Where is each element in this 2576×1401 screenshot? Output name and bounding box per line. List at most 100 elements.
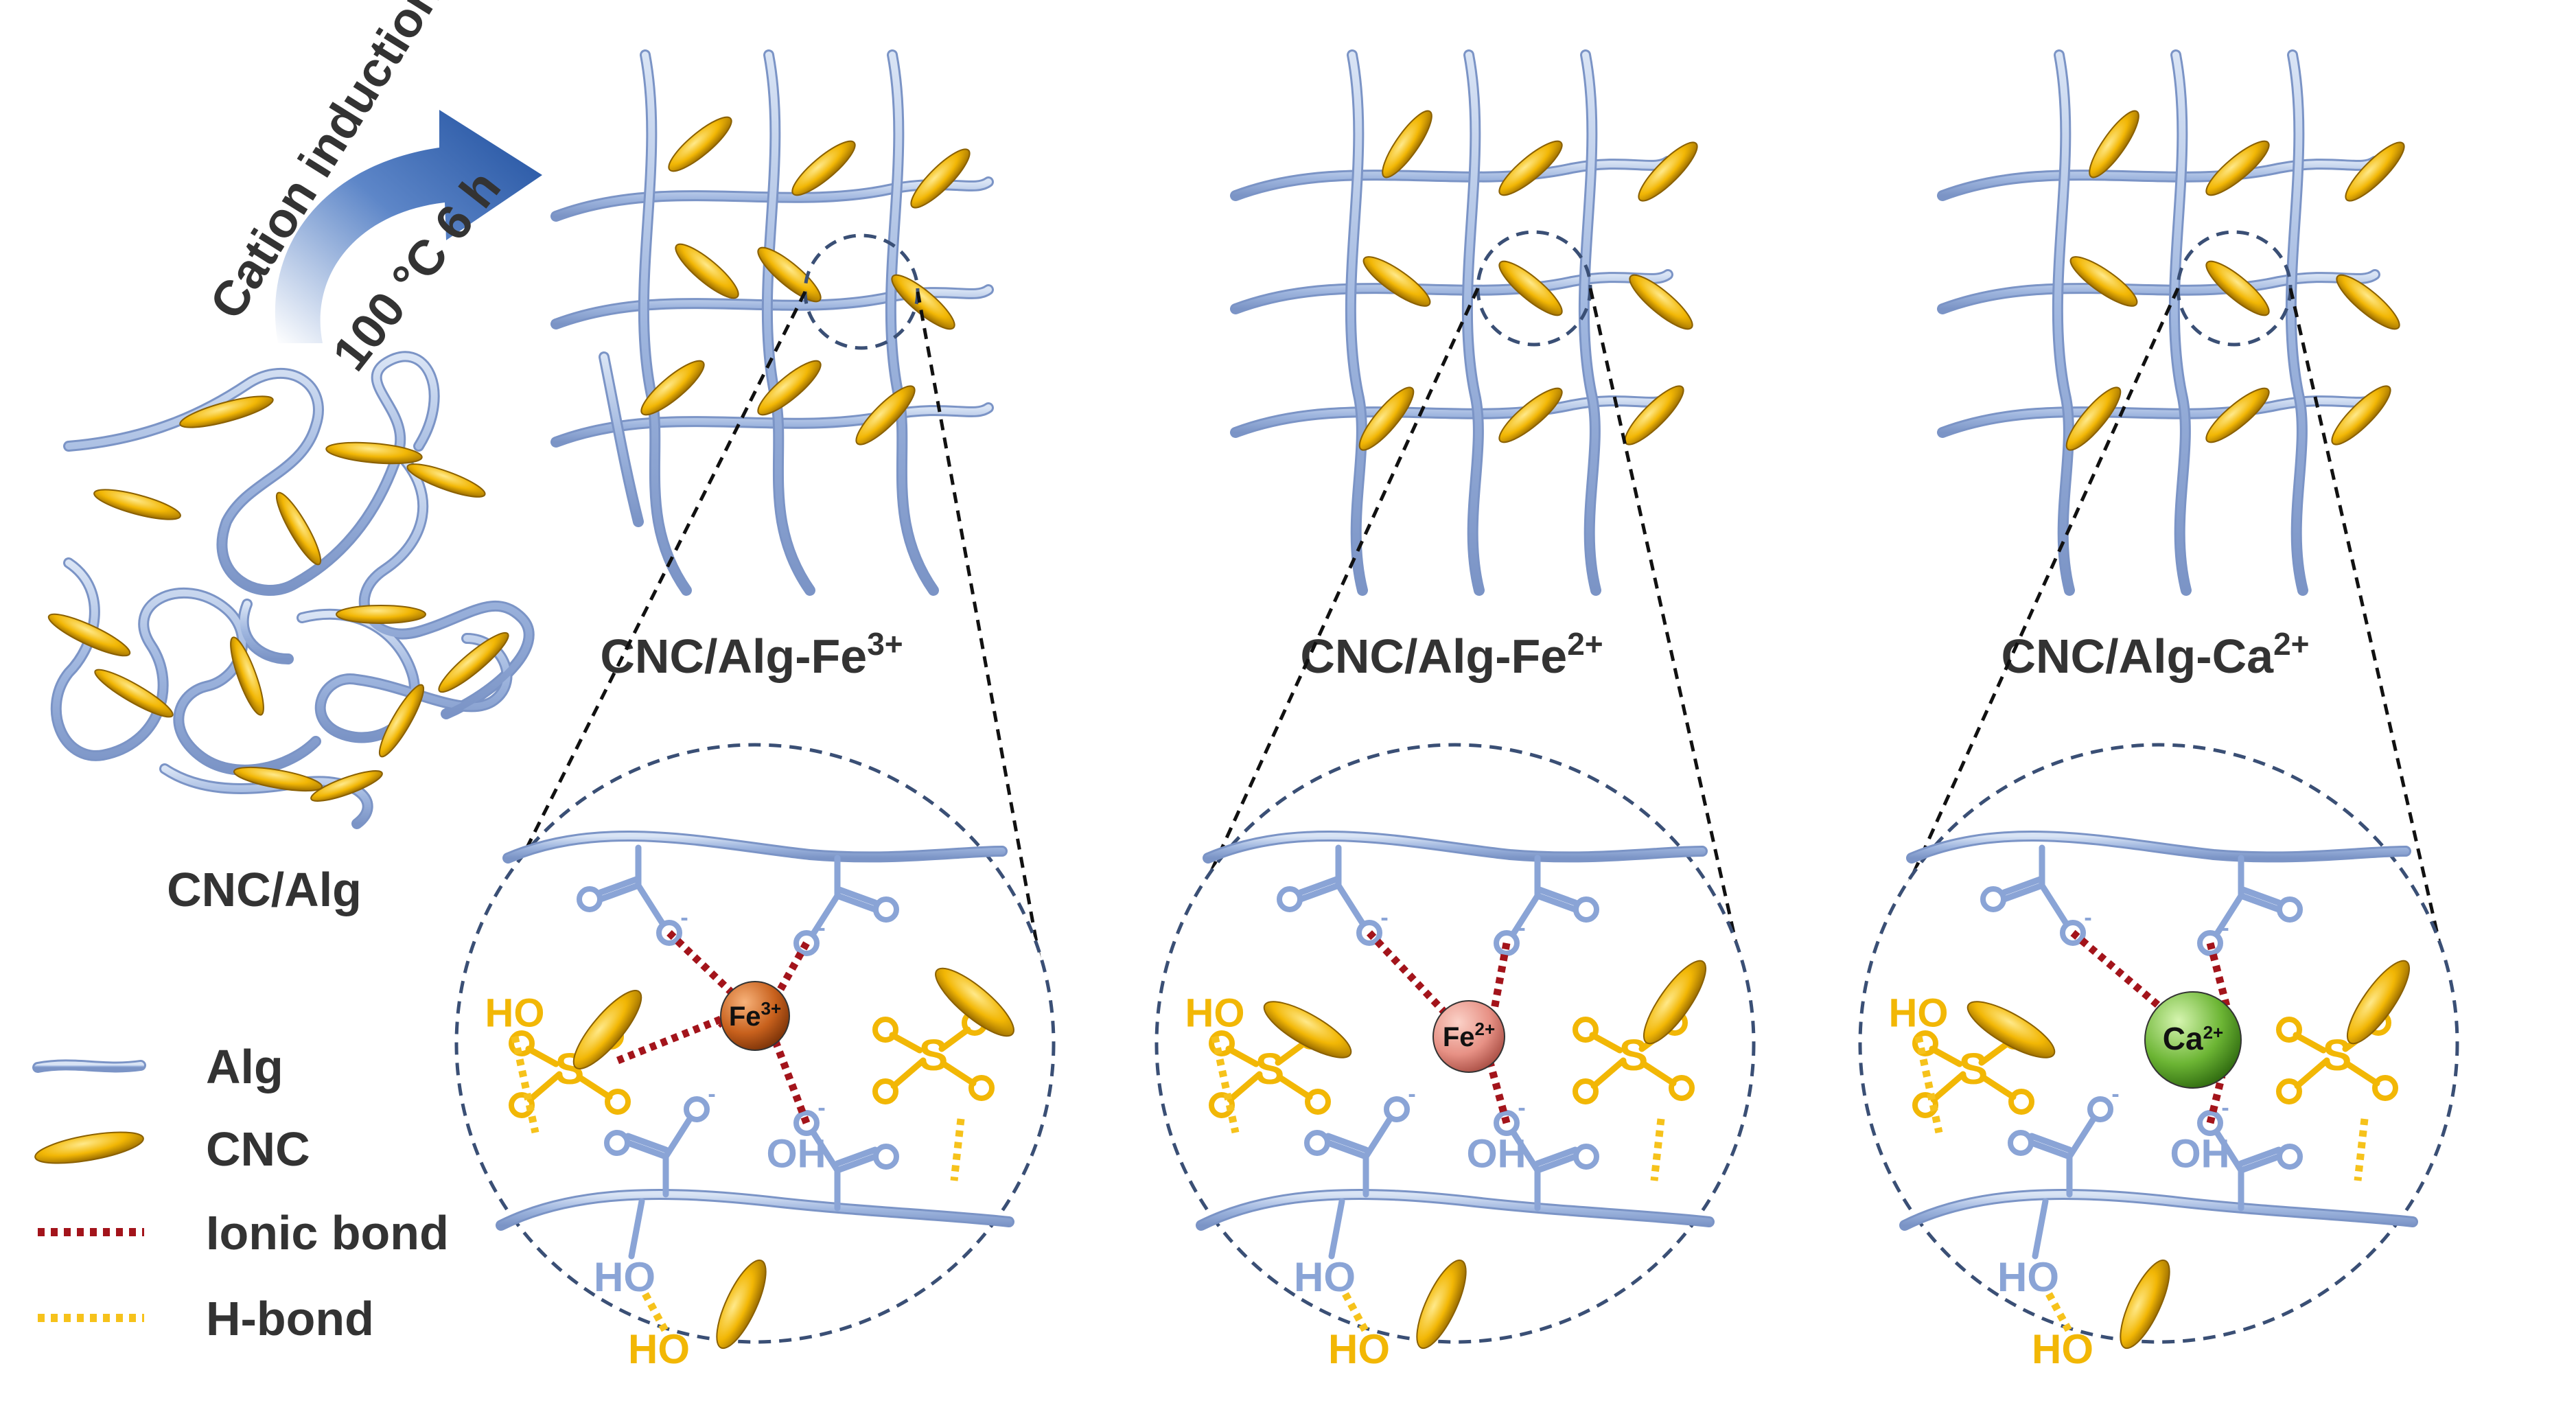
- chem-bond-line: [1225, 1045, 1260, 1067]
- chem-bond-line: [525, 1045, 559, 1067]
- hydroxyl-label: HO: [1185, 991, 1245, 1035]
- alg-strand-highlight: [1908, 833, 2409, 861]
- negative-charge-label: -: [680, 905, 688, 931]
- hydroxyl-label: OH: [2170, 1131, 2230, 1176]
- h-bond-line: [1211, 1035, 1240, 1134]
- cnc-ellipse-icon: [2336, 274, 2400, 330]
- alg-strand-highlight: [1232, 158, 1671, 199]
- cation-induction-arrow: Cation induction 100 °C 6 h: [200, 0, 542, 381]
- cnc-ellipse-icon: [572, 990, 642, 1069]
- oxygen-atom-icon: [1277, 886, 1303, 912]
- chem-bond-line: [1980, 1074, 2017, 1100]
- chem-bond-line: [1534, 885, 1579, 906]
- network-fe3: [550, 49, 994, 596]
- ionic-bond-line: [1486, 1062, 1511, 1124]
- cnc-ellipse-icon: [716, 1259, 767, 1350]
- chem-bond-line: [834, 1153, 879, 1174]
- ionic-bond-line: [2206, 1075, 2226, 1124]
- alg-strand-highlight: [1463, 51, 1483, 594]
- chem-bond-line: [625, 1139, 669, 1160]
- chem-bond-line: [1534, 892, 1579, 913]
- cation-label: Fe3+: [729, 998, 781, 1032]
- oxygen-atom-icon: [1384, 1096, 1410, 1122]
- alg-strand-highlight: [1347, 51, 1366, 594]
- chem-bond-line: [1325, 1139, 1369, 1160]
- network-fe2: [1230, 49, 1698, 596]
- negative-charge-label: -: [817, 1095, 825, 1121]
- legend-item-hbond: H-bond: [38, 1292, 374, 1345]
- alg-strand-highlight: [1232, 271, 1671, 312]
- chem-bond-line: [1589, 1032, 1623, 1054]
- alg-strand-highlight: [887, 51, 937, 594]
- chem-bond-line: [1929, 1045, 1963, 1067]
- h-bond-line: [2045, 1292, 2073, 1334]
- curved-arrow-icon: [275, 110, 542, 343]
- chem-bond-line: [2238, 885, 2282, 906]
- chem-bond-line: [1510, 892, 1541, 937]
- negative-charge-label: -: [2221, 915, 2229, 941]
- cnc-ellipse-icon: [2346, 960, 2411, 1045]
- oxygen-atom-icon: [873, 1144, 899, 1170]
- chem-bond-line: [662, 1115, 693, 1160]
- cnc-ellipse-icon: [891, 274, 955, 330]
- cnc-ellipse-icon: [2089, 110, 2139, 178]
- h-bond-line: [1914, 1035, 1943, 1134]
- hydroxyl-label: HO: [1997, 1254, 2059, 1300]
- crosslinked-networks: [550, 49, 2405, 596]
- chem-bond-line: [526, 1071, 563, 1103]
- h-bond-line: [642, 1292, 669, 1334]
- alg-strand-highlight: [1198, 1190, 1713, 1229]
- legend-item-cnc: CNC: [34, 1122, 310, 1176]
- hydroxyl-label: HO: [1889, 991, 1949, 1035]
- sulfur-atom-label: S: [1959, 1044, 1988, 1093]
- chem-bond-line: [2293, 1032, 2327, 1054]
- oxygen-atom-icon: [1573, 1144, 1599, 1170]
- oxygen-atom-icon: [1980, 886, 2006, 912]
- hydroxyl-label: HO: [628, 1326, 690, 1372]
- cnc-ellipse-icon: [2120, 1259, 2170, 1350]
- chem-bond-line: [2238, 1146, 2282, 1167]
- chem-bond-line: [628, 1198, 645, 1260]
- chem-bond-line: [1335, 882, 1366, 927]
- cnc-ellipse-icon: [855, 385, 916, 445]
- sulfur-atom-label: S: [919, 1030, 949, 1080]
- h-bond-line: [1342, 1292, 1369, 1334]
- zoom-connector-left: [468, 290, 807, 962]
- chem-bond-line: [834, 1146, 879, 1167]
- chem-bond-line: [889, 1032, 923, 1054]
- chem-bond-line: [2214, 892, 2244, 937]
- cation-charge: 3+: [761, 998, 782, 1019]
- hydroxyl-label: HO: [1328, 1326, 1390, 1372]
- legend-item-alg: Alg: [32, 1040, 283, 1093]
- legend-item-ionic: Ionic bond: [38, 1206, 449, 1260]
- alg-strand-highlight: [601, 354, 642, 525]
- chem-bond-line: [890, 1057, 927, 1089]
- cation-ca2-icon: [2144, 991, 2242, 1089]
- chem-bond-line: [597, 882, 642, 903]
- cnc-ellipse-icon: [2069, 256, 2138, 307]
- negative-charge-label: -: [708, 1081, 715, 1107]
- chem-bond-line: [2066, 1115, 2097, 1160]
- zoom-connector-right: [2288, 288, 2446, 962]
- zoom-connector-right: [916, 291, 1042, 962]
- legend: Alg CNC Ionic bond H-bond: [32, 1040, 449, 1345]
- chem-bond-line: [1930, 1071, 1966, 1103]
- negative-charge-label: -: [2084, 905, 2091, 931]
- oxygen-atom-icon: [968, 1075, 995, 1101]
- negative-charge-label: -: [2111, 1081, 2119, 1107]
- oxygen-atom-icon: [872, 1078, 898, 1104]
- h-bond-line: [950, 1118, 965, 1181]
- cnc-ellipse-icon: [757, 246, 822, 303]
- chem-bond-line: [1534, 1153, 1579, 1174]
- cnc-ellipse-icon: [2205, 260, 2270, 316]
- chem-bond-line: [2032, 1198, 2049, 1260]
- h-bond-line: [2354, 1118, 2369, 1181]
- alg-strand-highlight: [1580, 51, 1599, 594]
- cation-symbol: Fe: [729, 1001, 761, 1032]
- alg-strand-highlight: [1939, 395, 2378, 436]
- h-bond-line: [511, 1035, 539, 1134]
- cnc-ellipse-icon: [910, 148, 971, 209]
- chem-bond-line: [1277, 1074, 1313, 1100]
